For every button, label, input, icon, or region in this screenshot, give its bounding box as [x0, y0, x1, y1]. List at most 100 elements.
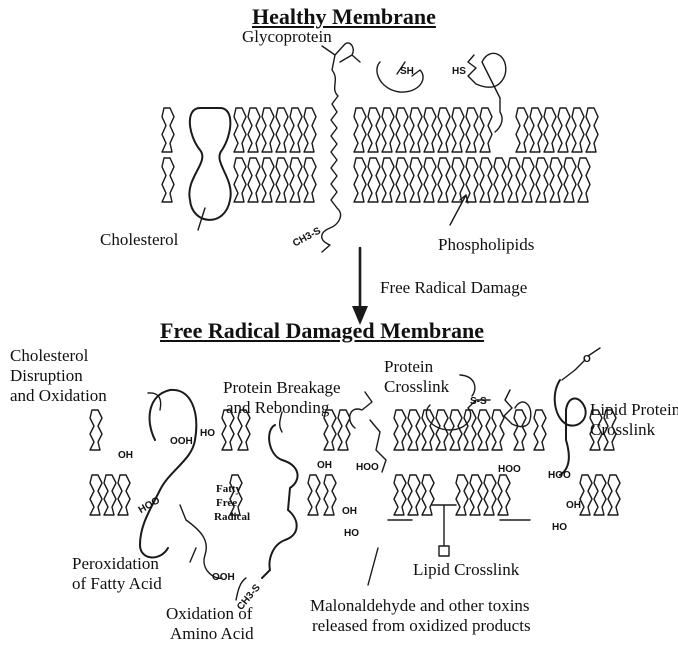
- healthy-phospholipid-lower: [452, 158, 464, 202]
- label-lipid-protein-1: Lipid Protein: [590, 400, 678, 420]
- healthy-phospholipid-upper: [424, 108, 436, 152]
- malonaldehyde-pointer: [368, 548, 378, 585]
- label-protein-breakage-2: and Rebonding: [226, 398, 329, 418]
- label-fatty-free-radical-2: Free: [216, 497, 237, 509]
- damaged-phospholipid-upper: [478, 410, 490, 450]
- label-protein-crosslink-1: Protein: [384, 357, 433, 377]
- damaged-phospholipid-lower: [118, 475, 130, 515]
- healthy-phospholipid-upper: [304, 108, 316, 152]
- healthy-phospholipid-upper: [466, 108, 478, 152]
- protein-crosslink-pointer: [460, 375, 475, 396]
- chem-ho-2: HO: [344, 528, 359, 539]
- healthy-phospholipid-lower: [494, 158, 506, 202]
- healthy-phospholipid-upper: [410, 108, 422, 152]
- damaged-phospholipid-lower: [324, 475, 336, 515]
- healthy-phospholipid-lower: [564, 158, 576, 202]
- label-glycoprotein: Glycoprotein: [242, 27, 332, 47]
- glycoprotein-chain: [322, 55, 341, 252]
- healthy-phospholipid-upper: [162, 108, 174, 152]
- damaged-phospholipid-upper: [408, 410, 420, 450]
- healthy-phospholipid-lower: [480, 158, 492, 202]
- damaged-phospholipid-lower: [422, 475, 434, 515]
- healthy-phospholipid-lower: [508, 158, 520, 202]
- chem-hoo-3: HOO: [548, 470, 571, 481]
- damaged-phospholipid-lower: [484, 475, 496, 515]
- chem-oh-3: OH: [342, 506, 357, 517]
- label-fatty-free-radical-1: Fatty: [216, 483, 241, 495]
- healthy-phospholipid-lower: [262, 158, 274, 202]
- peroxidation-pointer: [190, 548, 196, 562]
- label-free-radical-damage: Free Radical Damage: [380, 278, 527, 298]
- healthy-phospholipid-lower: [522, 158, 534, 202]
- label-protein-crosslink-2: Crosslink: [384, 377, 449, 397]
- healthy-phospholipid-upper: [438, 108, 450, 152]
- damaged-phospholipid-lower: [580, 475, 592, 515]
- damaged-upper-lipid-layer: [90, 410, 616, 450]
- label-phospholipids: Phospholipids: [438, 235, 534, 255]
- chem-oh-2: OH: [317, 460, 332, 471]
- label-malonaldehyde-1: Malonaldehyde and other toxins: [310, 596, 530, 616]
- damaged-phospholipid-lower: [230, 475, 242, 515]
- chem-sh: SH: [400, 66, 414, 77]
- damaged-phospholipid-upper: [394, 410, 406, 450]
- healthy-phospholipid-upper: [276, 108, 288, 152]
- chem-hoo-2: HOO: [356, 462, 379, 473]
- healthy-phospholipid-lower: [304, 158, 316, 202]
- label-malonaldehyde-2: released from oxidized products: [312, 616, 531, 636]
- lipid-crosslink-marker: [439, 546, 449, 556]
- healthy-upper-lipid-layer: [162, 108, 598, 152]
- damaged-phospholipid-lower: [594, 475, 606, 515]
- healthy-phospholipid-upper: [248, 108, 260, 152]
- protein-loop-right: [468, 53, 506, 132]
- healthy-phospholipid-upper: [368, 108, 380, 152]
- healthy-phospholipid-lower: [536, 158, 548, 202]
- healthy-phospholipid-upper: [516, 108, 528, 152]
- healthy-phospholipid-upper: [586, 108, 598, 152]
- label-oxidation-amino-2: Amino Acid: [170, 624, 254, 644]
- healthy-phospholipid-lower: [382, 158, 394, 202]
- healthy-phospholipid-lower: [248, 158, 260, 202]
- label-lipid-protein-2: Crosslink: [590, 420, 655, 440]
- damaged-phospholipid-upper: [492, 410, 504, 450]
- title-damaged-membrane: Free Radical Damaged Membrane: [160, 318, 484, 344]
- label-cholesterol-disruption-3: and Oxidation: [10, 386, 107, 406]
- damaged-phospholipid-lower: [394, 475, 406, 515]
- healthy-phospholipid-upper: [530, 108, 542, 152]
- chem-s-s: S-S: [470, 396, 487, 407]
- damaged-phospholipid-lower: [104, 475, 116, 515]
- healthy-phospholipid-lower: [368, 158, 380, 202]
- healthy-phospholipid-upper: [396, 108, 408, 152]
- damaged-phospholipid-upper: [534, 410, 546, 450]
- chem-ho-1: HO: [200, 428, 215, 439]
- protein-crosslink-right-chain: [504, 390, 531, 427]
- healthy-phospholipid-lower: [410, 158, 422, 202]
- label-fatty-free-radical-3: Radical: [214, 511, 250, 523]
- protein-crosslink-chain: [350, 392, 386, 472]
- healthy-phospholipid-upper: [452, 108, 464, 152]
- label-peroxidation-1: Peroxidation: [72, 554, 159, 574]
- chem-ho-3: HO: [552, 522, 567, 533]
- lipid-protein-crosslink-loop: [555, 380, 586, 475]
- chem-ooh-1: OOH: [170, 436, 193, 447]
- healthy-phospholipid-upper: [572, 108, 584, 152]
- healthy-phospholipid-lower: [578, 158, 590, 202]
- label-cholesterol: Cholesterol: [100, 230, 178, 250]
- chem-hs: HS: [452, 66, 466, 77]
- healthy-phospholipid-upper: [558, 108, 570, 152]
- damaged-phospholipid-lower: [308, 475, 320, 515]
- damaged-phospholipid-upper: [422, 410, 434, 450]
- healthy-phospholipid-lower: [438, 158, 450, 202]
- damaged-phospholipid-upper: [90, 410, 102, 450]
- chem-ooh-2: OOH: [212, 572, 235, 583]
- damaged-phospholipid-lower: [470, 475, 482, 515]
- healthy-phospholipid-upper: [234, 108, 246, 152]
- healthy-phospholipid-upper: [480, 108, 492, 152]
- damaged-phospholipid-lower: [456, 475, 468, 515]
- healthy-phospholipid-lower: [234, 158, 246, 202]
- label-cholesterol-disruption-2: Disruption: [10, 366, 83, 386]
- damaged-phospholipid-lower: [408, 475, 420, 515]
- chem-oh-4: OH: [566, 500, 581, 511]
- healthy-phospholipid-lower: [276, 158, 288, 202]
- healthy-phospholipid-lower: [162, 158, 174, 202]
- lipid-crosslink-bridge: [432, 505, 456, 545]
